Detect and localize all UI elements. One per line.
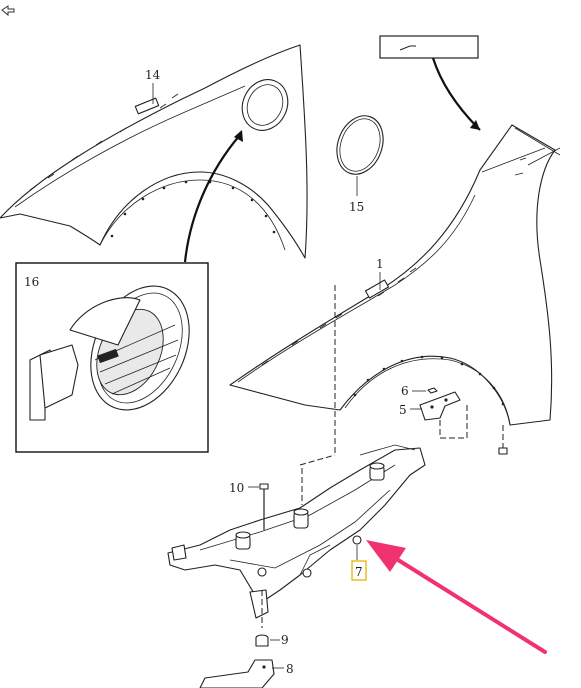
callout-15: 15	[349, 200, 364, 214]
bracket-8	[199, 659, 275, 688]
detail-box-16	[15, 262, 209, 453]
callout-1: 1	[376, 257, 384, 271]
fuel-filler-ring	[241, 79, 289, 131]
arrow-box-to-fender	[431, 57, 481, 131]
callout-5: 5	[399, 403, 407, 417]
nut-9	[255, 634, 269, 647]
bolt-10	[259, 483, 269, 530]
subframe	[167, 444, 426, 619]
callout-10: 10	[229, 481, 244, 495]
fender-left-top	[0, 44, 308, 259]
highlight-box-7	[351, 560, 367, 581]
fender-right	[229, 124, 561, 426]
bracket-5	[419, 391, 461, 421]
pointer-outline-icon[interactable]	[1, 5, 15, 17]
dashed-leader-bracket	[439, 405, 468, 439]
arrow-16-to-filler	[183, 134, 241, 263]
dashed-leader-subframe	[299, 454, 336, 466]
seal-ring	[336, 115, 384, 175]
bolt-6	[427, 387, 438, 394]
callout-16: 16	[24, 275, 39, 289]
callout-7[interactable]: 7	[355, 565, 363, 579]
nut-small	[498, 447, 508, 455]
highlight-arrow	[366, 540, 547, 654]
callout-14: 14	[145, 68, 161, 82]
callout-8: 8	[286, 662, 294, 676]
callout-6: 6	[401, 384, 409, 398]
detail-box-top-right	[379, 35, 479, 59]
arrow-head-16	[234, 130, 243, 142]
arrow-head	[470, 120, 480, 130]
callout-9: 9	[281, 633, 289, 647]
